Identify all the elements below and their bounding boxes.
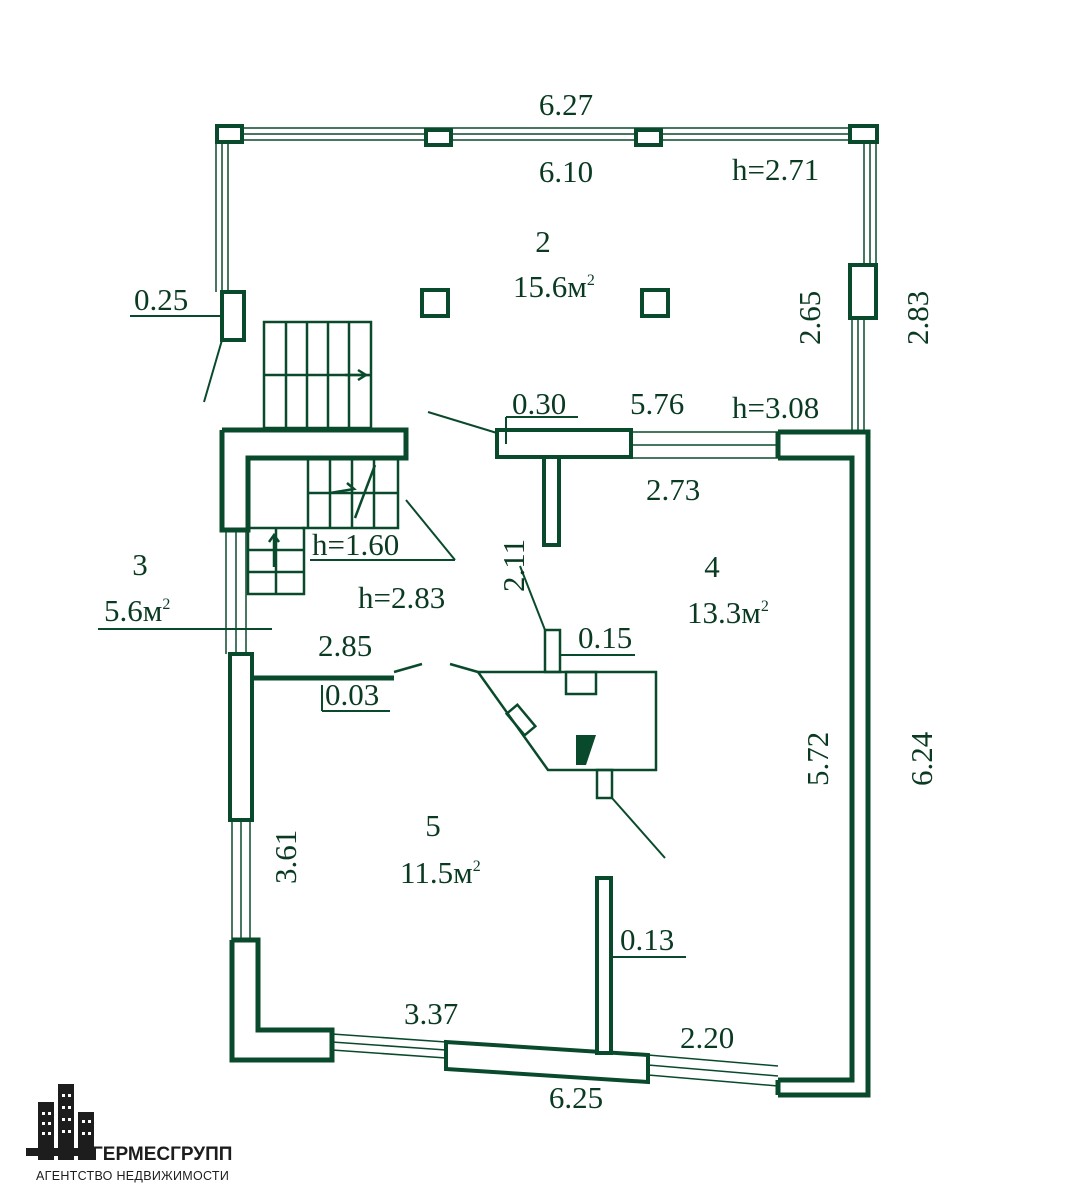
height-upper: h=2.71: [732, 152, 819, 187]
dim-right-inner-4: 5.72: [800, 732, 835, 786]
room5-area: 11.5м2: [400, 855, 481, 890]
post-top-mid1: [424, 128, 453, 147]
dim-mid-span: 5.76: [630, 386, 684, 421]
dim-bottom-outer: 6.25: [549, 1080, 603, 1115]
brand-logo: ГЕРМЕСГРУПП АГЕНТСТВО НЕДВИЖИМОСТИ: [26, 1084, 232, 1183]
room4-number: 4: [704, 549, 720, 584]
room3-height: h=2.83: [358, 580, 445, 615]
dim-right-outer-2: 2.83: [900, 291, 935, 345]
interior-stairs: [246, 456, 400, 596]
room3-area: 5.6м2: [104, 593, 170, 628]
post-top-mid2: [634, 128, 663, 147]
post-top-right: [848, 124, 879, 144]
leader-lines: [98, 315, 686, 958]
dim-wall-mid: 0.30: [512, 386, 566, 421]
column-2: [640, 288, 670, 318]
room4-area: 13.3м2: [687, 595, 769, 630]
dim-right-inner-2: 2.65: [792, 291, 827, 345]
dim-span-285: 2.85: [318, 628, 372, 663]
dim-bottom-right: 2.20: [680, 1020, 734, 1055]
column-1: [420, 288, 450, 318]
dim-wall-015: 0.15: [578, 620, 632, 655]
dim-right-outer: 6.24: [904, 731, 939, 786]
room3-number: 3: [132, 547, 148, 582]
dim-wall-003: 0.03: [325, 677, 379, 712]
exterior-stairs: [262, 320, 373, 430]
house-walls: [219, 427, 871, 1098]
partition-bottom: [595, 876, 613, 1055]
dim-top-inner: 6.10: [539, 154, 593, 189]
height-stair: h=1.60: [312, 527, 399, 562]
post-top-left: [215, 124, 244, 144]
logo-name: ГЕРМЕСГРУПП: [92, 1144, 232, 1165]
height-mid: h=3.08: [732, 390, 819, 425]
room2-area: 15.6м2: [513, 269, 595, 304]
room2-number: 2: [535, 224, 551, 259]
wall-left-upper: [228, 652, 254, 822]
terrace-walls: [215, 124, 879, 432]
room5-number: 5: [425, 808, 441, 843]
dim-window-4: 2.73: [646, 472, 700, 507]
dim-top-outer: 6.27: [539, 87, 593, 122]
dim-wall-left: 0.25: [134, 282, 188, 317]
dim-partition-4: 2.11: [496, 539, 531, 592]
wall-block-mid: [495, 428, 633, 459]
logo-tagline: АГЕНТСТВО НЕДВИЖИМОСТИ: [36, 1169, 229, 1183]
dim-wall-013: 0.13: [620, 922, 674, 957]
buildings-icon: [26, 1084, 96, 1160]
post-right: [848, 263, 878, 320]
dim-left-5: 3.61: [268, 830, 303, 884]
post-left: [220, 290, 246, 342]
dim-bottom-left: 3.37: [404, 996, 458, 1031]
partition-stub: [542, 455, 561, 547]
